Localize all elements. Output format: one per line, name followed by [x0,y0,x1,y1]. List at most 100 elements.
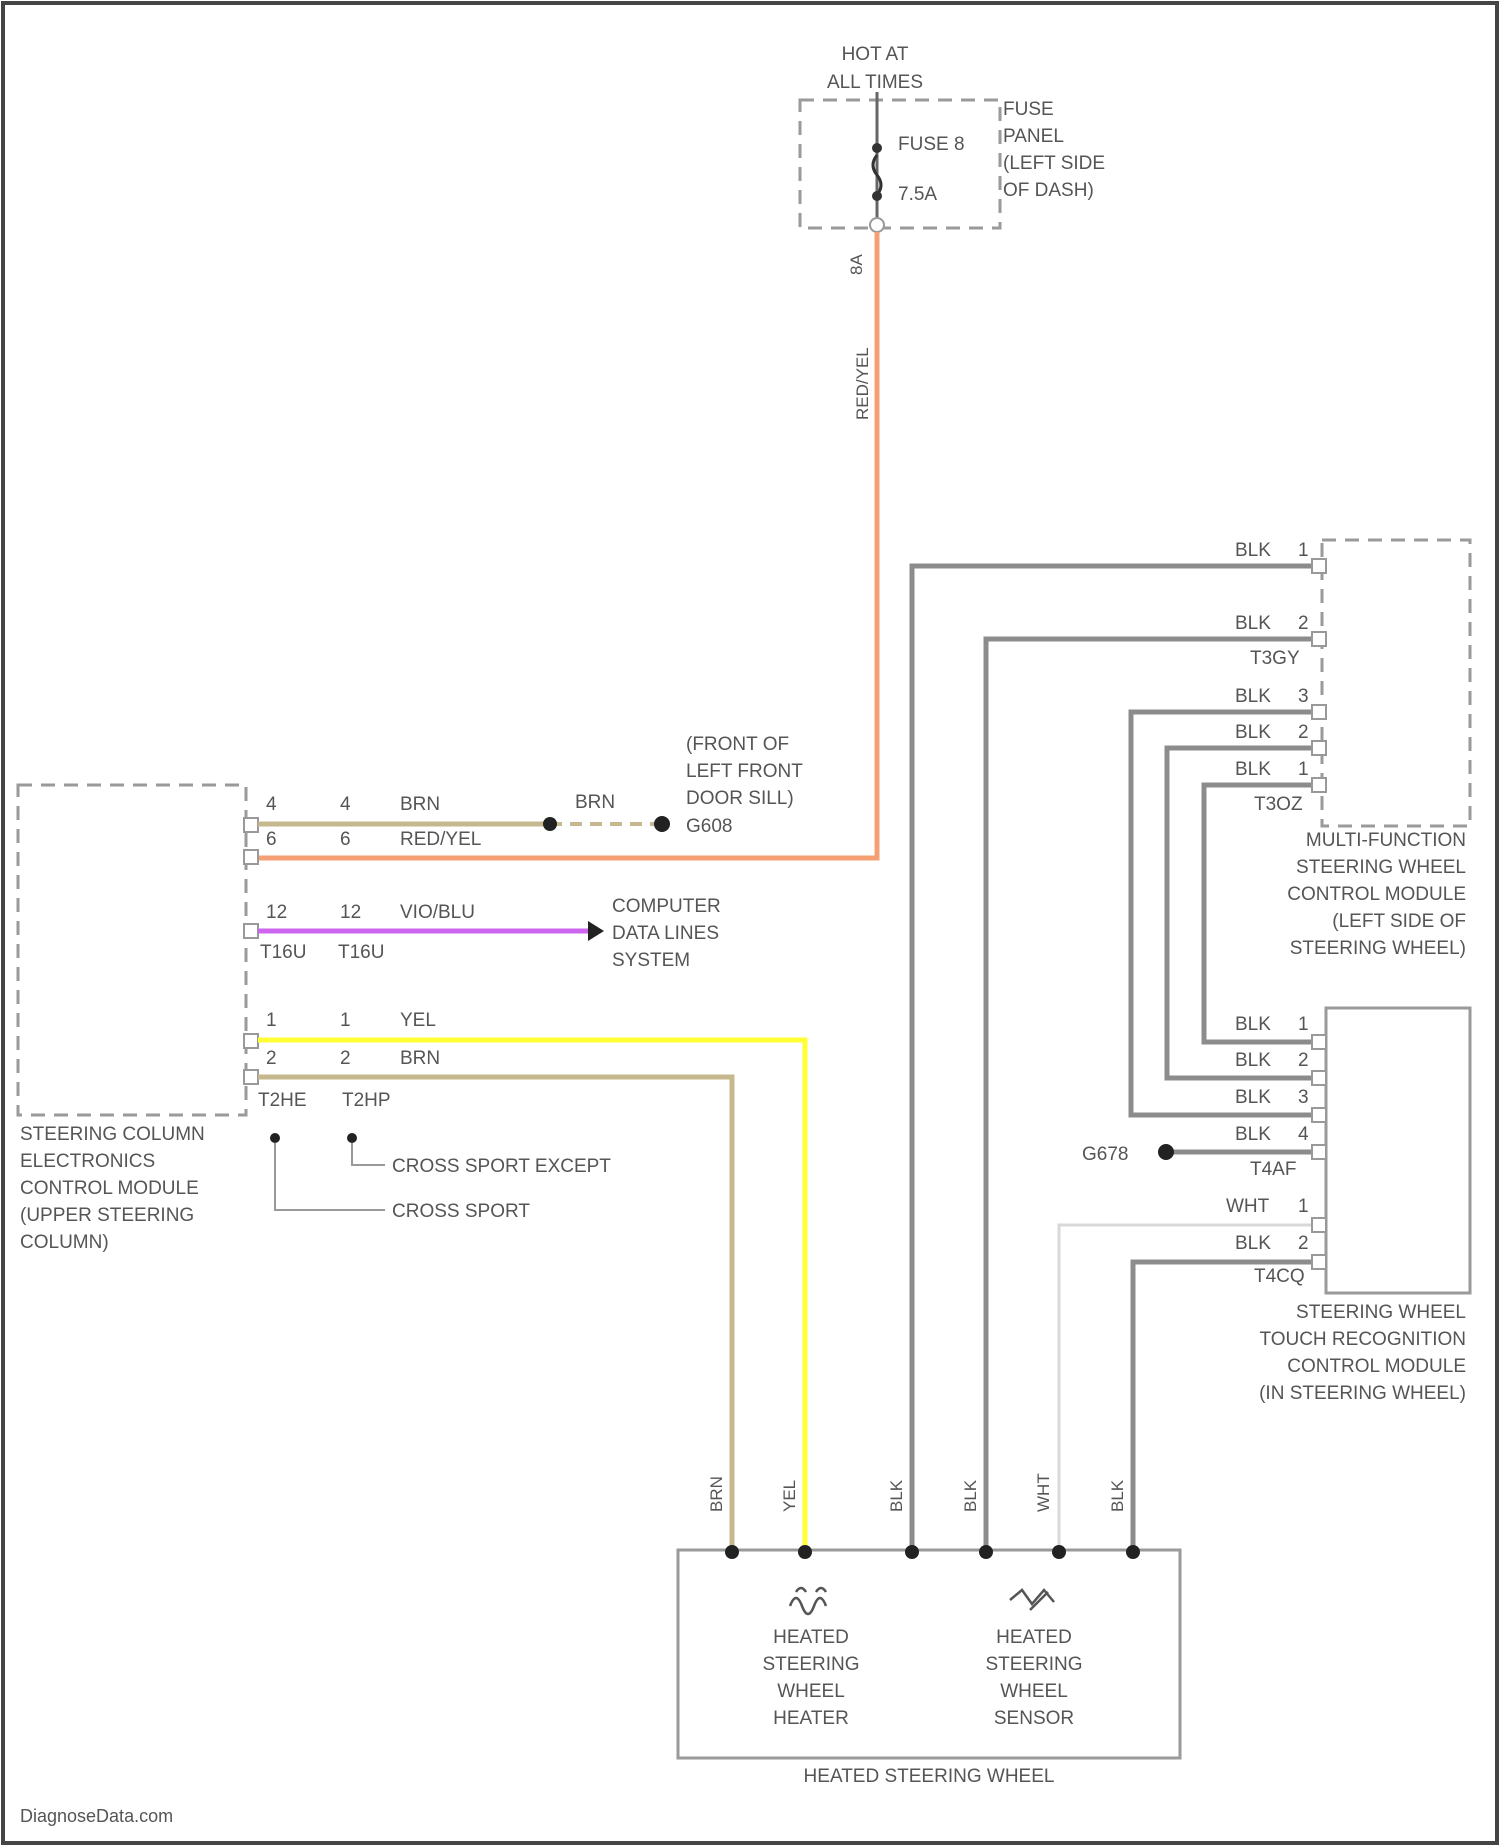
touch-pinno-5: 1 [1298,1196,1309,1217]
touch-pin-6 [1312,1255,1326,1269]
hsw-pin-yel [798,1545,812,1559]
mfsw-pinno-1: 1 [1298,540,1309,561]
scm-label-3: CONTROL MODULE [20,1178,199,1199]
hsw-pin-blk-3 [1126,1545,1140,1559]
mfsw-pinno-3: 3 [1298,686,1309,707]
touch-label-1: STEERING WHEEL [1296,1302,1466,1323]
row5-color: BRN [400,1048,440,1069]
fuse-rating: 7.5A [898,184,937,205]
touch-pin-5 [1312,1218,1326,1232]
touch-wire-1: BLK [1235,1014,1271,1035]
fuse-panel-label-2: PANEL [1003,126,1064,147]
sensor-label-3: WHEEL [1000,1681,1068,1702]
row2-color: RED/YEL [400,829,481,850]
heater-label-3: WHEEL [777,1681,845,1702]
touch-pin-2 [1312,1071,1326,1085]
wire-blk-mfsw-3 [1131,712,1318,1115]
row4-pin-b: 1 [340,1010,351,1031]
row3-pin-b: 12 [340,902,361,923]
scm-label-2: ELECTRONICS [20,1151,155,1172]
hsw-pin-wht [1052,1545,1066,1559]
mfsw-pinno-5: 1 [1298,759,1309,780]
cross-sport-dot [270,1133,280,1143]
mfsw-label-5: STEERING WHEEL) [1290,938,1466,959]
data-lines-arrow-icon [588,921,604,941]
fuse-name: FUSE 8 [898,134,965,155]
diagram-frame [3,3,1497,1843]
ground-label: G608 [686,816,732,837]
mfsw-conn-a: T3GY [1250,648,1300,669]
hot-at-label: HOT AT [842,44,909,65]
data-lines-2: DATA LINES [612,923,719,944]
fuse-pin-label: 8A [847,254,866,275]
wire-blk-mfsw-5 [1204,785,1318,1042]
row4-color: YEL [400,1010,436,1031]
hsw-pin-blk-2 [979,1545,993,1559]
mfsw-wire-4: BLK [1235,722,1271,743]
fuse-panel-box [800,100,1000,228]
mfsw-pin-1 [1312,559,1326,573]
scm-label-1: STEERING COLUMN [20,1124,205,1145]
touch-pinno-2: 2 [1298,1050,1309,1071]
mfsw-label-2: STEERING WHEEL [1296,857,1466,878]
touch-conn-b: T4CQ [1254,1266,1305,1287]
sensor-label-4: SENSOR [994,1708,1074,1729]
row3-conn-a: T16U [260,942,306,963]
row2-pin-b: 6 [340,829,351,850]
touch-label-4: (IN STEERING WHEEL) [1259,1383,1466,1404]
heater-icon [790,1588,826,1614]
pin-2 [244,1070,258,1084]
mfsw-pin-5 [1312,778,1326,792]
touch-pin-4 [1312,1145,1326,1159]
touch-wire-2: BLK [1235,1050,1271,1071]
fuse-contact-bottom [872,191,882,201]
hsw-wire-label-2: YEL [780,1480,799,1512]
steering-column-module-box [18,785,246,1115]
pin-12 [244,924,258,938]
mfsw-label-3: CONTROL MODULE [1287,884,1466,905]
mfsw-label-4: (LEFT SIDE OF [1332,911,1466,932]
heater-label-1: HEATED [773,1627,849,1648]
mfsw-pin-2 [1312,632,1326,646]
touch-wire-6: BLK [1235,1233,1271,1254]
row1-pin-a: 4 [266,794,277,815]
touch-wire-3: BLK [1235,1087,1271,1108]
pin-a4 [244,818,258,832]
wire-blk-touch-2 [1133,1262,1318,1550]
cross-sport-label: CROSS SPORT [392,1201,530,1222]
row1-pin-b: 4 [340,794,351,815]
pin-a6 [244,850,258,864]
scm-label-5: COLUMN) [20,1232,109,1253]
heater-label-4: HEATER [773,1708,849,1729]
scm-label-4: (UPPER STEERING [20,1205,194,1226]
fuse-pin [870,218,884,232]
cross-sport-leader [275,1143,385,1210]
mfsw-label-1: MULTI-FUNCTION [1306,830,1466,851]
data-lines-3: SYSTEM [612,950,690,971]
ground-note-2: LEFT FRONT [686,761,803,782]
sensor-icon [1010,1590,1054,1610]
fuse-panel-label-3: (LEFT SIDE [1003,153,1105,174]
ground-note-3: DOOR SILL) [686,788,794,809]
touch-label-3: CONTROL MODULE [1287,1356,1466,1377]
touch-module-box [1326,1008,1470,1293]
row3-color: VIO/BLU [400,902,475,923]
riser-wire-label: RED/YEL [853,347,872,420]
all-times-label: ALL TIMES [827,72,923,93]
cross-sport-except-dot [347,1133,357,1143]
mfsw-module-box [1322,540,1470,826]
mfsw-pinno-2: 2 [1298,613,1309,634]
data-lines-1: COMPUTER [612,896,721,917]
cross-sport-except-label: CROSS SPORT EXCEPT [392,1156,611,1177]
fuse-panel-label-4: OF DASH) [1003,180,1094,201]
hsw-wire-label-5: WHT [1034,1473,1053,1512]
mfsw-pin-4 [1312,741,1326,755]
heater-label-2: STEERING [762,1654,859,1675]
touch-conn-a: T4AF [1250,1159,1296,1180]
wire-brn-bottom [258,1077,732,1550]
sensor-label-1: HEATED [996,1627,1072,1648]
wire-yel [258,1040,805,1550]
ground-note-1: (FRONT OF [686,734,789,755]
watermark: DiagnoseData.com [20,1806,173,1826]
mfsw-wire-3: BLK [1235,686,1271,707]
